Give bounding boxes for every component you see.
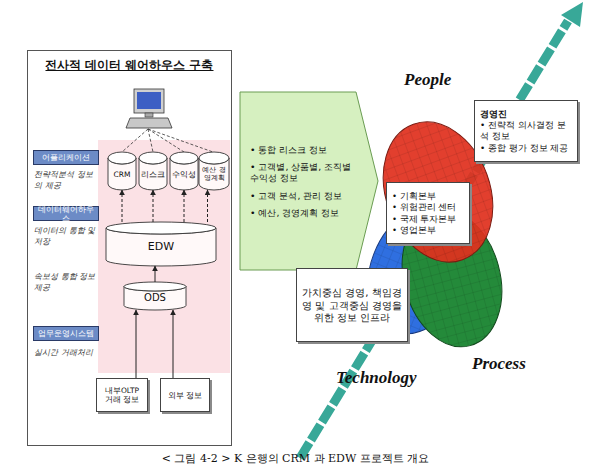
box-heading: 경영진 xyxy=(480,109,572,120)
node-text: 수익성 xyxy=(172,170,196,179)
dimension-label: Technology xyxy=(336,368,417,388)
cylinder-top xyxy=(124,282,186,291)
node-text: • 영업본부 xyxy=(392,225,464,235)
node-text: 가치중심 경영, 책임경영 및 고객중심 경영을 위한 정보 인프라 xyxy=(300,286,404,323)
node-text: • 전략적 의사결정 분석 정보 xyxy=(480,120,572,141)
flow-arrow xyxy=(153,190,154,222)
cylinder-top xyxy=(106,222,216,234)
info-box: • 기획본부• 위험관리 센터 • 국제 투자본부• 영업본부 xyxy=(386,182,470,244)
node-text: • 기획본부 xyxy=(392,191,464,201)
text-group: • 통합 리스크 정보 • 고객별, 상품별, 조직별 수익성 정보 • 고객 분석… xyxy=(240,92,378,270)
node-text: • 고객 분석, 관리 정보 xyxy=(250,190,352,201)
source-box: 내부OLTP 거래 정보 xyxy=(96,378,148,412)
db-cylinder: 리스크 xyxy=(139,152,167,190)
layer-label: 어플리케이션 xyxy=(33,150,99,165)
layer-note: 실시간 거래처리 xyxy=(34,348,96,359)
cylinder-top xyxy=(199,152,229,164)
dashed-link xyxy=(148,129,153,152)
flow-arrow xyxy=(173,310,174,378)
layer-note: 전략적분석 정보의 제공 xyxy=(34,170,96,192)
text-group: 내부OLTP 거래 정보 xyxy=(97,379,147,411)
db-cylinder: ODS xyxy=(124,282,186,310)
computer-monitor xyxy=(134,89,164,113)
text-group: 리스크 xyxy=(139,152,167,190)
node-text: • 위험관리 센터 xyxy=(392,202,464,212)
db-cylinder: 예산 경영계획 xyxy=(199,152,229,190)
computer-stand xyxy=(145,113,153,117)
info-box: 경영진• 전략적 의사결정 분석 정보 • 종합 평가 정보 제공 xyxy=(474,100,578,162)
layer-label: 업무운영시스템 xyxy=(33,326,99,341)
node-text: 예산 경영계획 xyxy=(199,166,229,183)
dashed-link xyxy=(122,129,148,152)
text-group: ODS xyxy=(124,282,186,310)
text-group: • 기획본부• 위험관리 센터 • 국제 투자본부• 영업본부 xyxy=(387,183,469,243)
text-group: 경영진• 전략적 의사결정 분석 정보 • 종합 평가 정보 제공 xyxy=(475,101,577,161)
db-cylinder: CRM xyxy=(108,152,136,190)
node-text: 리스크 xyxy=(141,170,165,179)
panel-box: 전사적 데이터 웨어하우스 구축어플리케이션 CRM 리스크 수익성예산 경영계획데이… xyxy=(27,50,232,446)
db-cylinder: 수익성 xyxy=(170,152,198,190)
node-text: ODS xyxy=(144,292,166,304)
arrow-body xyxy=(240,92,378,270)
cylinder-top xyxy=(139,152,167,164)
panel-title: 전사적 데이터 웨어하우스 구축 xyxy=(45,59,213,73)
layer-note: 데이터의 통합 및 저장 xyxy=(34,226,96,248)
figure-caption: < 그림 4-2 > K 은행의 CRM 과 EDW 프로젝트 개요 xyxy=(0,451,591,466)
node-text: • 국제 투자본부 xyxy=(392,214,464,224)
text-group: 업무운영시스템 xyxy=(34,327,98,340)
text-group: EDW xyxy=(106,222,216,266)
info-box: 가치중심 경영, 책임경영 및 고객중심 경영을 위한 정보 인프라 xyxy=(296,268,408,342)
node-text: • 고객별, 상품별, 조직별 수익성 정보 xyxy=(250,161,352,183)
info-arrow: • 통합 리스크 정보 • 고객별, 상품별, 조직별 수익성 정보 • 고객 분석… xyxy=(240,92,378,270)
node-text: EDW xyxy=(148,240,174,253)
node-text: • 예산, 경영계획 정보 xyxy=(250,207,352,218)
computer-screen xyxy=(137,92,161,109)
cylinder-top xyxy=(108,152,136,164)
cylinder-top xyxy=(170,152,198,164)
text-group: 수익성 xyxy=(170,152,198,190)
text-group: 외부 정보 xyxy=(161,379,209,411)
dimension-label: People xyxy=(404,70,451,90)
flow-arrow xyxy=(207,190,208,222)
source-box: 외부 정보 xyxy=(160,378,210,412)
node-text: 내부OLTP 거래 정보 xyxy=(100,386,144,404)
computer-keyboard xyxy=(126,118,172,128)
text-group: 가치중심 경영, 책임경영 및 고객중심 경영을 위한 정보 인프라 xyxy=(297,269,407,341)
node-text: CRM xyxy=(114,170,131,179)
dashed-link xyxy=(148,129,213,152)
flow-arrow xyxy=(184,190,185,222)
node-text: • 통합 리스크 정보 xyxy=(250,144,352,155)
node-text: 데이터웨어하우스 xyxy=(37,205,95,223)
pink-layer-band xyxy=(98,140,230,373)
text-group: 데이터웨어하우스 xyxy=(34,207,98,220)
growth-arrow-head xyxy=(561,2,583,27)
layer-label: 데이터웨어하우스 xyxy=(33,206,99,221)
dashed-link xyxy=(148,129,184,152)
flow-arrow xyxy=(122,190,123,222)
node-text: 업무운영시스템 xyxy=(38,329,94,338)
flow-arrow xyxy=(136,310,137,378)
text-group: 어플리케이션 xyxy=(34,151,98,164)
node-text: • 종합 평가 정보 제공 xyxy=(480,143,572,154)
flow-arrow xyxy=(155,266,156,282)
layer-note: 속보성 통합 정보 제공 xyxy=(34,272,96,294)
text-group: CRM xyxy=(108,152,136,190)
node-text: 외부 정보 xyxy=(168,391,202,400)
node-text: 어플리케이션 xyxy=(42,153,90,162)
db-cylinder: EDW xyxy=(106,222,216,266)
dimension-label: Process xyxy=(472,354,526,374)
text-group: 예산 경영계획 xyxy=(199,152,229,190)
